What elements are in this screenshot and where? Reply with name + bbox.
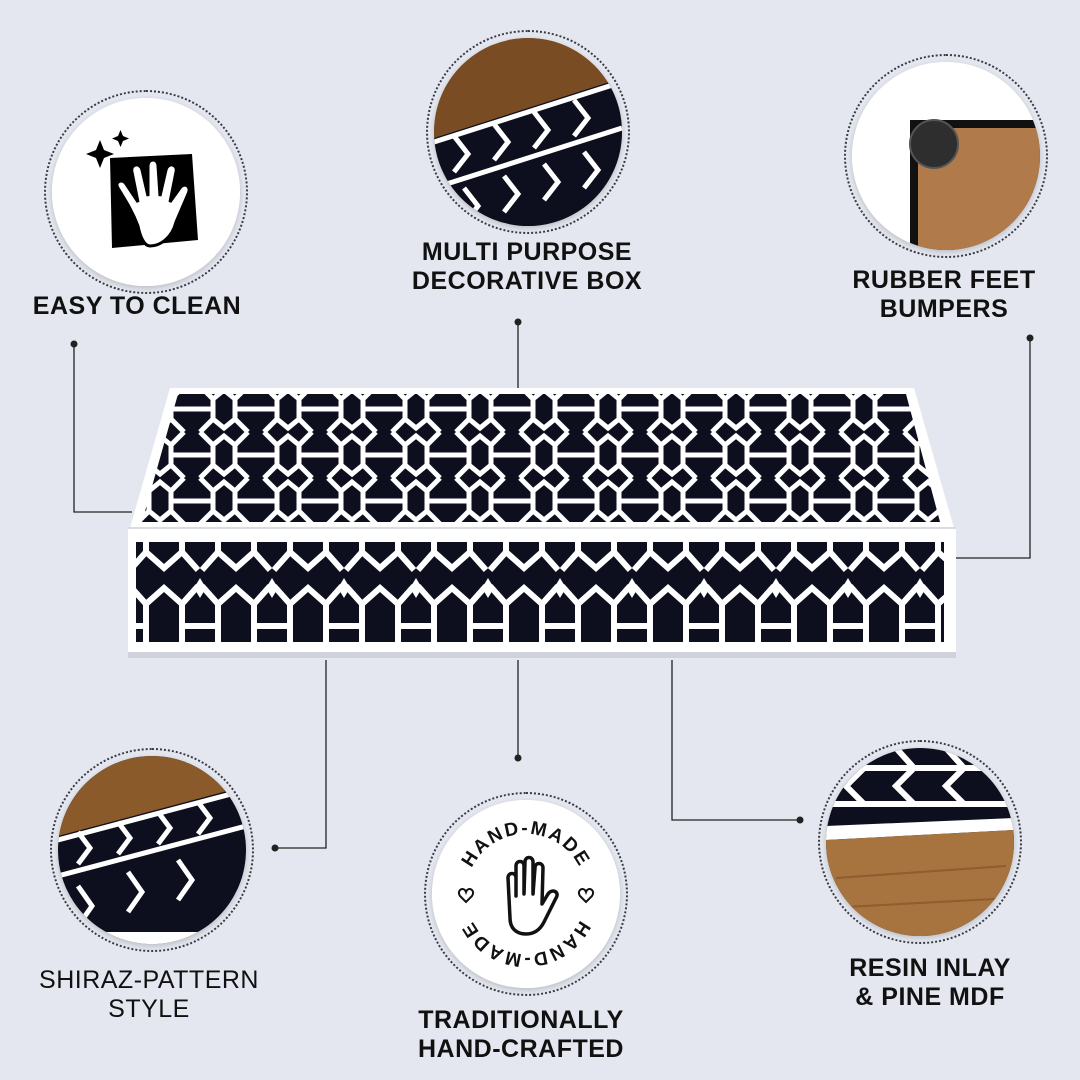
decorative-box-image (128, 388, 956, 658)
hand-made-stamp: HAND-MADE HAND-MADE (432, 800, 620, 988)
hand-icon (506, 855, 559, 936)
hand-made-badge: HAND-MADE HAND-MADE (424, 792, 628, 996)
easy-to-clean-badge (44, 90, 248, 294)
rubber-feet-badge (844, 54, 1048, 258)
multi-purpose-badge (426, 30, 630, 234)
rubber-feet-photo (852, 62, 1040, 250)
rubber-feet-label: RUBBER FEET BUMPERS (852, 266, 1036, 323)
resin-inlay-label: RESIN INLAY & PINE MDF (849, 954, 1011, 1011)
product-image (128, 386, 956, 660)
shiraz-pattern-photo (58, 756, 246, 944)
heart-icon (457, 888, 475, 904)
resin-pine-photo (826, 748, 1014, 936)
shiraz-pattern-badge (50, 748, 254, 952)
shiraz-pattern-label: SHIRAZ-PATTERN STYLE (39, 966, 259, 1023)
resin-inlay-badge (818, 740, 1022, 944)
multi-purpose-label: MULTI PURPOSE DECORATIVE BOX (411, 238, 643, 295)
box-interior-photo (434, 38, 622, 226)
easy-to-clean-label: EASY TO CLEAN (32, 292, 242, 320)
cleaning-cloth-hand-icon (52, 98, 240, 286)
handcrafted-label: TRADITIONALLY HAND-CRAFTED (418, 1006, 624, 1063)
